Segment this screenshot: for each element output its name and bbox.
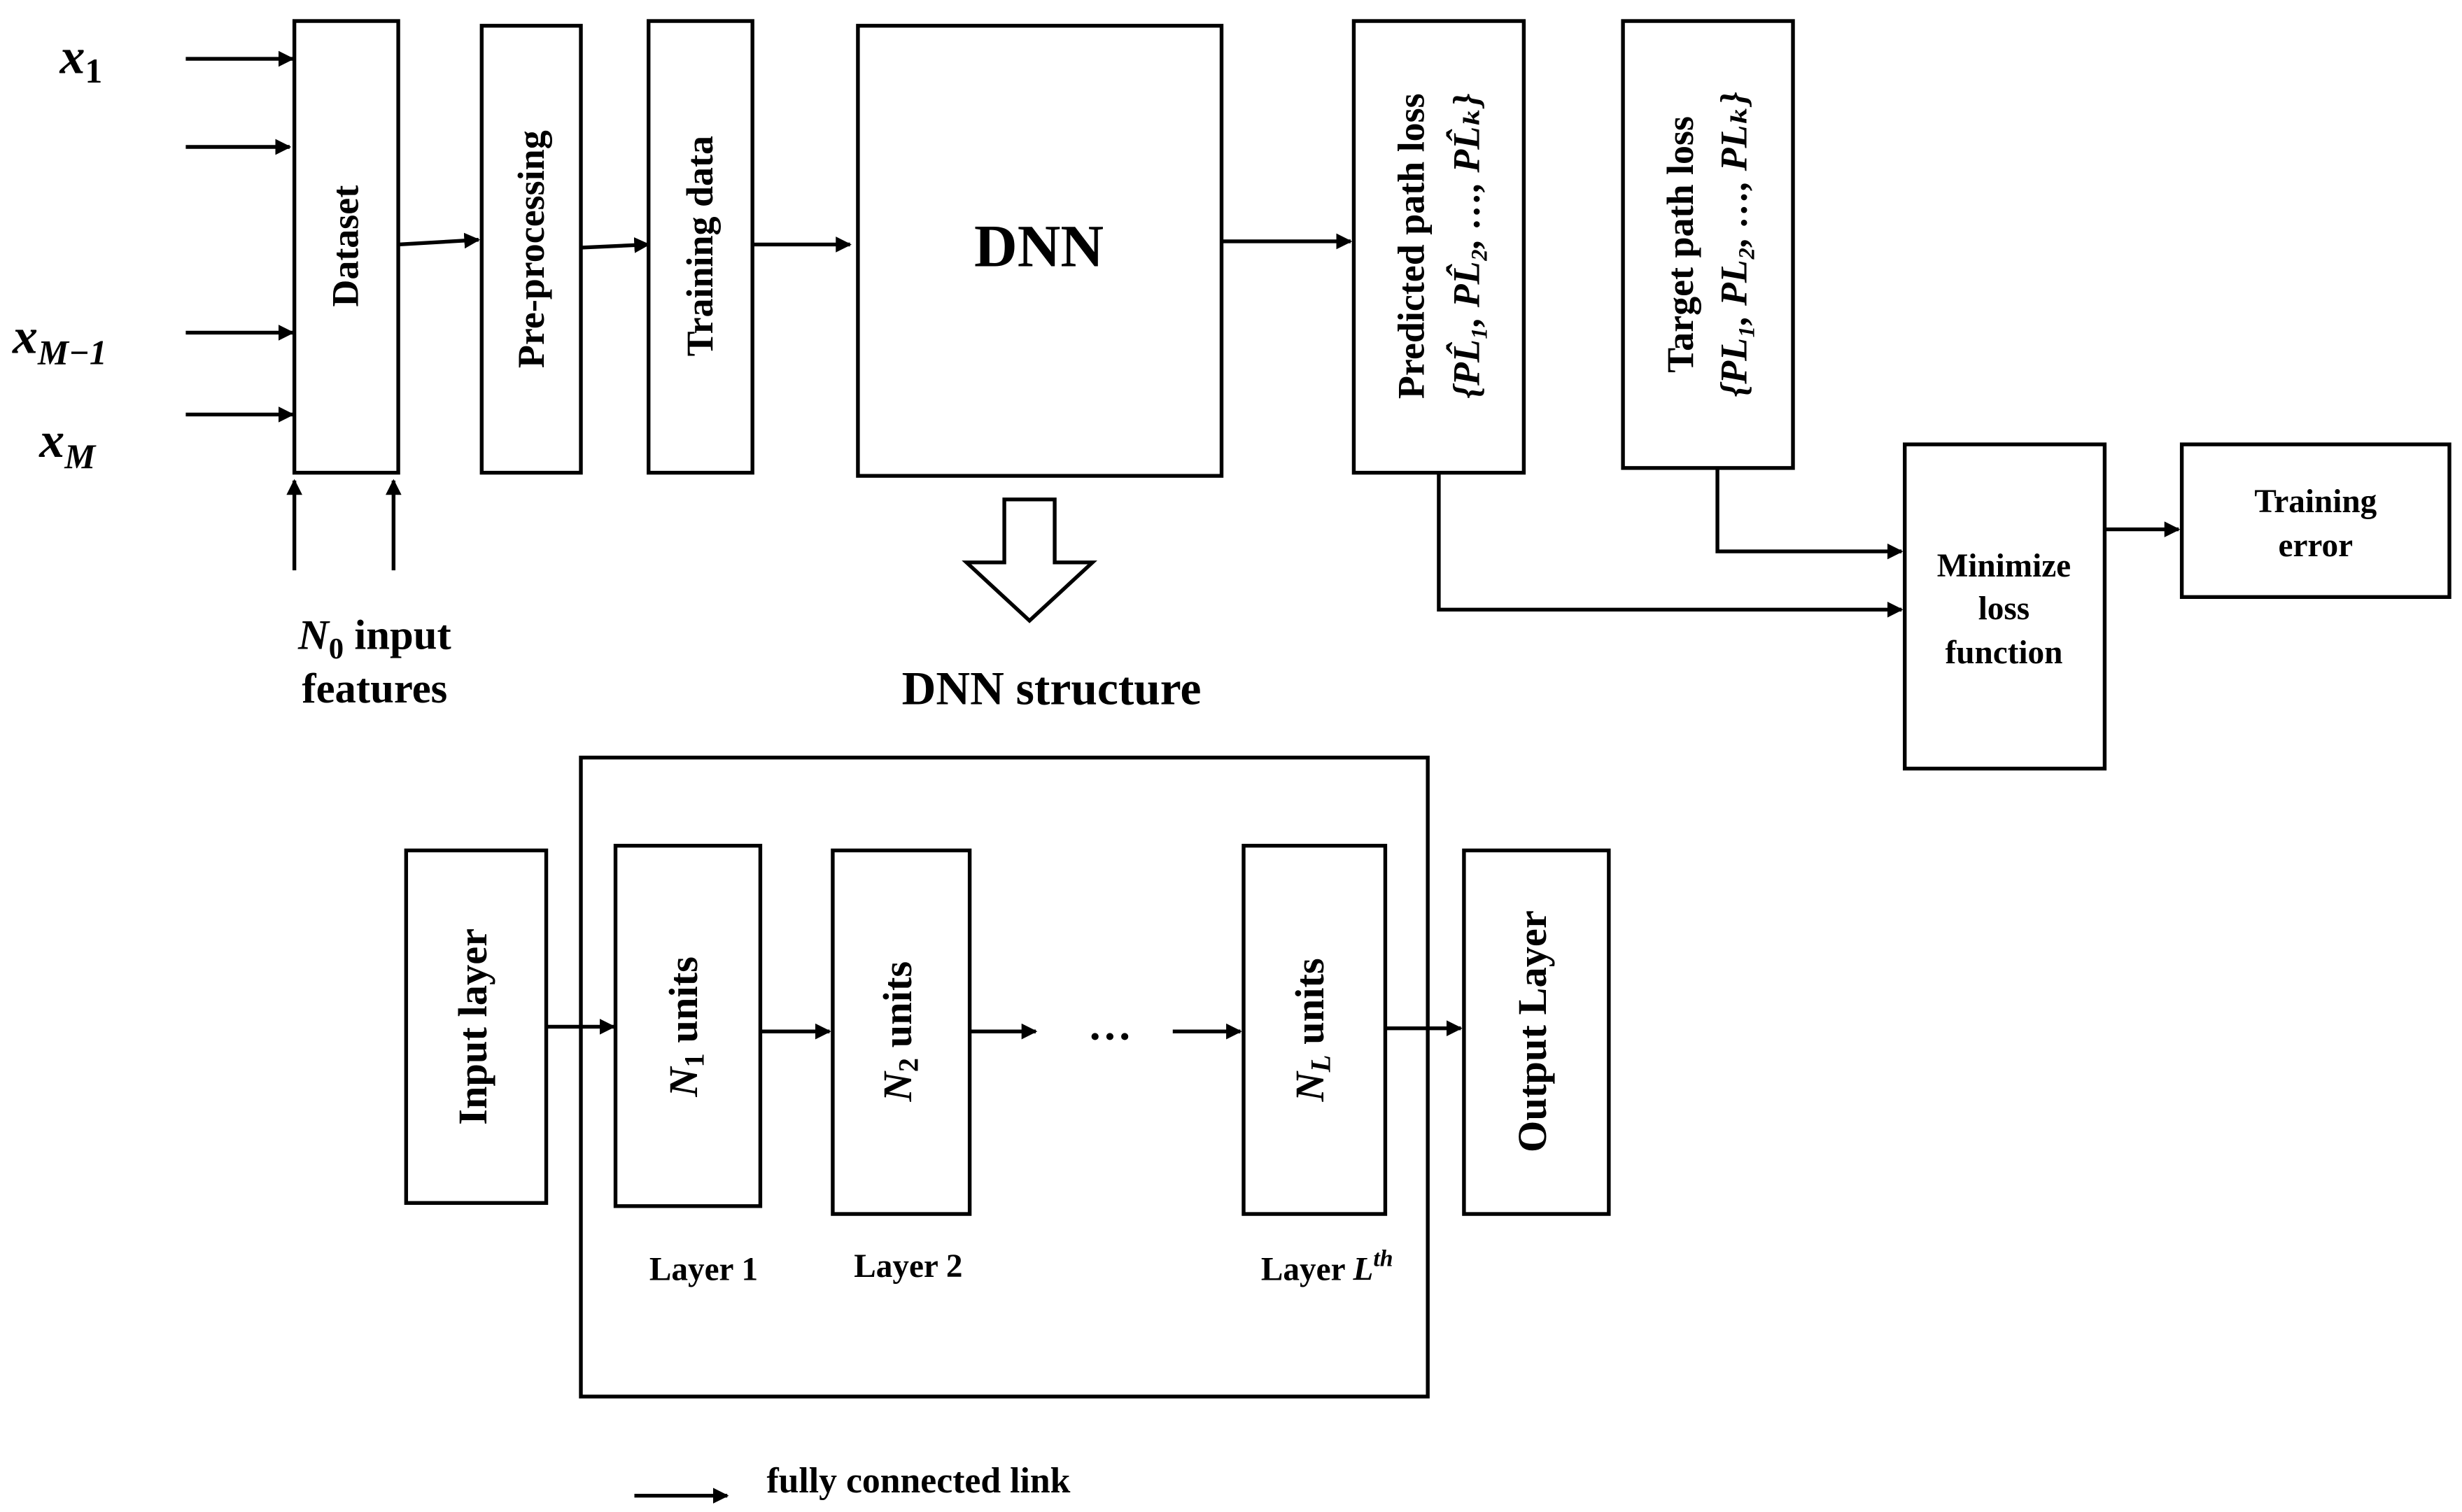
training-error-line2: error xyxy=(2279,528,2354,564)
training-data-label: Training data xyxy=(679,136,721,356)
dataset-label: Dataset xyxy=(325,185,367,307)
dnn-box xyxy=(856,24,1224,478)
predicted-label-line1: Predicted path loss xyxy=(1391,93,1433,399)
layer-L-caption: Layer Lth xyxy=(1261,1245,1393,1287)
minimize-label-line1: Minimize xyxy=(1937,548,2071,584)
features-label-line2: features xyxy=(302,665,447,712)
hidden-layer-1-label: N1 units xyxy=(661,956,710,1098)
arrow-preprocessing-trainingdata xyxy=(580,237,651,253)
predicted-box xyxy=(1351,19,1526,475)
dnn-label: DNN xyxy=(974,213,1104,279)
dnn-structure-title: DNN structure xyxy=(902,662,1202,714)
training-error-line1: Training xyxy=(2254,483,2377,520)
input-x1-label: x1 xyxy=(59,28,102,90)
input-xm1-label: xM−1 xyxy=(12,309,107,372)
target-box xyxy=(1621,19,1795,470)
minimize-box xyxy=(1903,442,2107,771)
hidden-layer-2-label: N2 units xyxy=(875,961,924,1103)
target-label-line1: Target path loss xyxy=(1659,116,1701,373)
target-label-line2: {PL₁, PL₂, …, PLₖ} xyxy=(1713,92,1755,397)
arrow-dataset-preprocessing xyxy=(398,232,481,249)
layer-2-caption: Layer 2 xyxy=(854,1248,962,1285)
input-layer-label: Input layer xyxy=(450,928,495,1125)
minimize-label-line2: loss xyxy=(1978,591,2030,627)
output-layer-box xyxy=(1462,848,1611,1216)
preprocessing-label: Pre-processing xyxy=(510,130,552,368)
dataset-box xyxy=(292,19,400,475)
features-label-line1: N0 input xyxy=(297,612,451,665)
hidden-layer-L-box xyxy=(1241,844,1388,1216)
legend-label: fully connected link xyxy=(766,1461,1070,1501)
input-xm-label: xM xyxy=(38,412,97,476)
preprocessing-box xyxy=(479,24,583,475)
predicted-label-line2: {PL̂₁, PL̂₂, …, PL̂ₖ} xyxy=(1445,93,1487,398)
dnn-structure-down-arrow xyxy=(962,497,1097,623)
hidden-layers-ellipsis: … xyxy=(1088,1000,1132,1049)
input-layer-box xyxy=(404,848,549,1206)
output-layer-label: Output Layer xyxy=(1510,910,1555,1152)
hidden-layer-1-box xyxy=(613,844,763,1208)
hidden-layer-L-label: NL units xyxy=(1288,958,1337,1102)
training-data-box xyxy=(647,19,754,475)
arrow-target-minimize xyxy=(1715,467,1904,560)
minimize-label-line3: function xyxy=(1945,635,2062,671)
training-error-box xyxy=(2179,442,2452,600)
layer-1-caption: Layer 1 xyxy=(649,1252,758,1288)
hidden-layer-2-box xyxy=(831,848,972,1216)
arrow-predicted-minimize xyxy=(1437,472,1904,618)
